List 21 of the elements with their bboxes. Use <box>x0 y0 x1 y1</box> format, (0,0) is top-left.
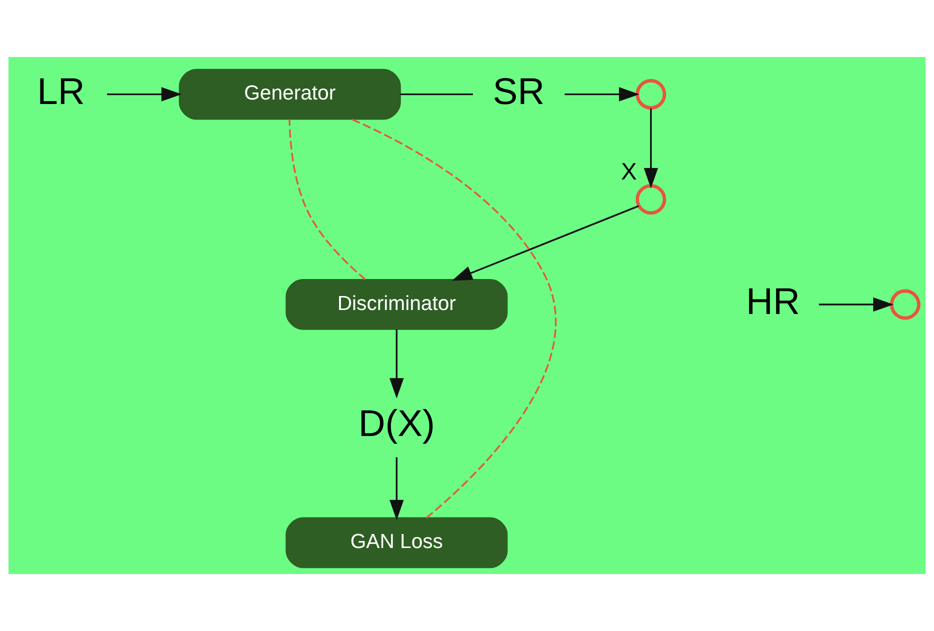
node-circle <box>890 289 920 320</box>
connector <box>350 118 556 519</box>
connector <box>288 119 366 280</box>
node-text: HR <box>746 280 800 322</box>
node-circle <box>636 79 666 110</box>
node-box: Generator <box>178 68 401 120</box>
connector <box>400 93 473 96</box>
node-text: SR <box>492 70 545 112</box>
node-box: Discriminator <box>286 279 508 330</box>
arrow <box>390 457 404 520</box>
arrow <box>452 205 639 281</box>
node-label: X <box>620 159 637 186</box>
arrow <box>107 87 182 102</box>
arrow <box>564 87 640 102</box>
node-box: GAN Loss <box>286 517 508 568</box>
arrow <box>818 297 894 312</box>
node-circle <box>636 184 666 215</box>
arrow <box>644 108 658 188</box>
arrow <box>390 330 404 399</box>
node-text: LR <box>37 70 85 112</box>
node-text: D(X) <box>358 402 435 444</box>
